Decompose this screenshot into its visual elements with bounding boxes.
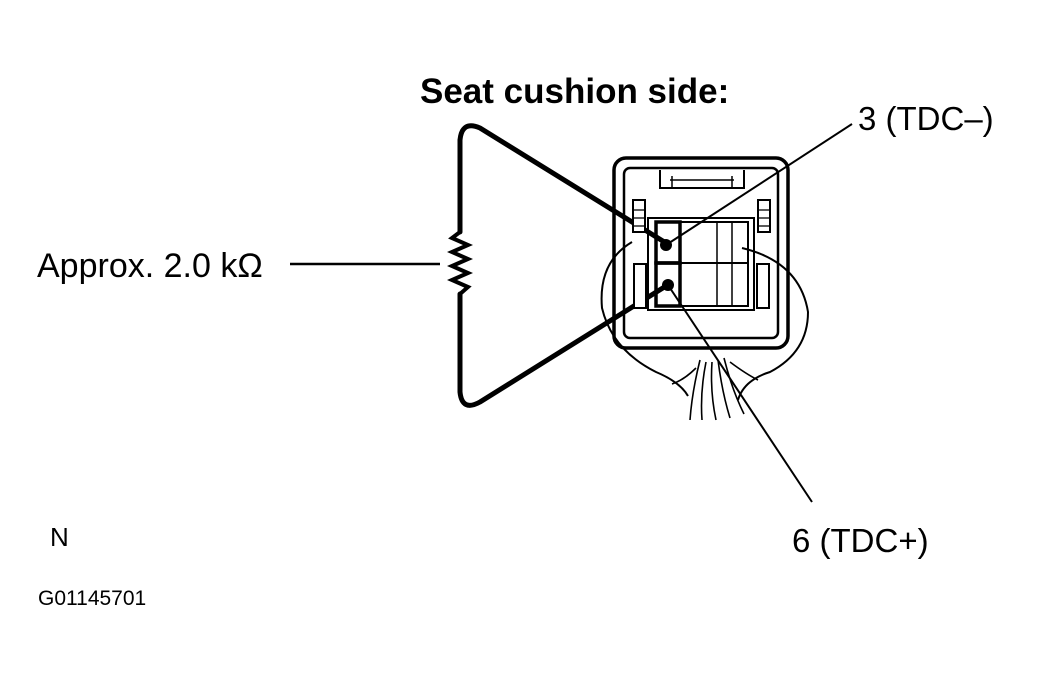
hand-outline	[600, 241, 810, 401]
diagram-title: Seat cushion side:	[420, 72, 730, 111]
pin6-label: 6 (TDC+)	[792, 522, 929, 559]
note-label: N	[50, 522, 69, 552]
pin3-leader-line	[665, 123, 853, 246]
test-lead-loop	[457, 123, 669, 408]
connector-housing	[612, 156, 790, 350]
terminal-grid	[654, 220, 749, 308]
resistance-label: Approx. 2.0 kΩ	[37, 247, 263, 285]
resistor-symbol	[447, 230, 473, 296]
pin3-label: 3 (TDC–)	[858, 100, 994, 137]
wire-bundle	[671, 357, 759, 421]
figure-id: G01145701	[38, 587, 147, 610]
connector-side-keys	[632, 199, 771, 309]
pin6-leader-line	[667, 284, 813, 503]
